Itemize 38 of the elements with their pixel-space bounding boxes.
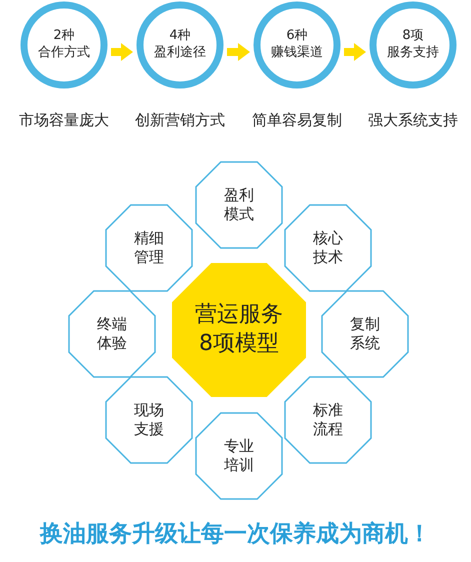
octagon <box>68 290 156 378</box>
arrow <box>227 43 250 61</box>
ring-circle <box>253 1 341 89</box>
octagon <box>284 376 372 464</box>
node-label: 复制系统 <box>349 314 381 354</box>
node-label: 合作方式 <box>38 45 90 62</box>
ring-circle <box>136 1 224 89</box>
node-label: 2种 <box>53 28 75 45</box>
node-label: 赚钱渠道 <box>271 45 323 62</box>
node-label: 服务支持 <box>387 45 439 62</box>
node-label: 盈利途径 <box>154 45 206 62</box>
caption-text: 创新营销方式 <box>135 111 225 130</box>
node-label: 8项 <box>402 28 424 45</box>
node-label: 现场支援 <box>133 400 165 440</box>
node-label: 终端体验 <box>96 314 128 354</box>
octagon <box>195 161 283 249</box>
octagon <box>195 412 283 500</box>
ring-circle <box>369 1 457 89</box>
node-label: 6种 <box>286 28 308 45</box>
arrow <box>111 43 133 61</box>
caption-text: 简单容易复制 <box>252 111 342 130</box>
octagon <box>284 204 372 292</box>
octagon <box>105 204 193 292</box>
octagon <box>105 376 193 464</box>
node-label: 盈利模式 <box>223 186 255 224</box>
center-title: 营运服务8项模型 <box>194 301 284 358</box>
center-octagon <box>172 263 306 397</box>
caption-text: 市场容量庞大 <box>19 111 109 130</box>
node-label: 4种 <box>169 28 191 45</box>
node-label: 专业培训 <box>223 436 255 476</box>
node-label: 精细管理 <box>133 228 165 268</box>
node-label: 核心技术 <box>312 228 344 268</box>
arrow <box>344 43 366 61</box>
octagon <box>321 290 409 378</box>
ring-circle <box>20 1 108 89</box>
node-label: 标准流程 <box>312 400 344 440</box>
slogan: 换油服务升级让每一次保养成为商机！ <box>38 520 432 549</box>
caption-text: 强大系统支持 <box>368 111 458 130</box>
